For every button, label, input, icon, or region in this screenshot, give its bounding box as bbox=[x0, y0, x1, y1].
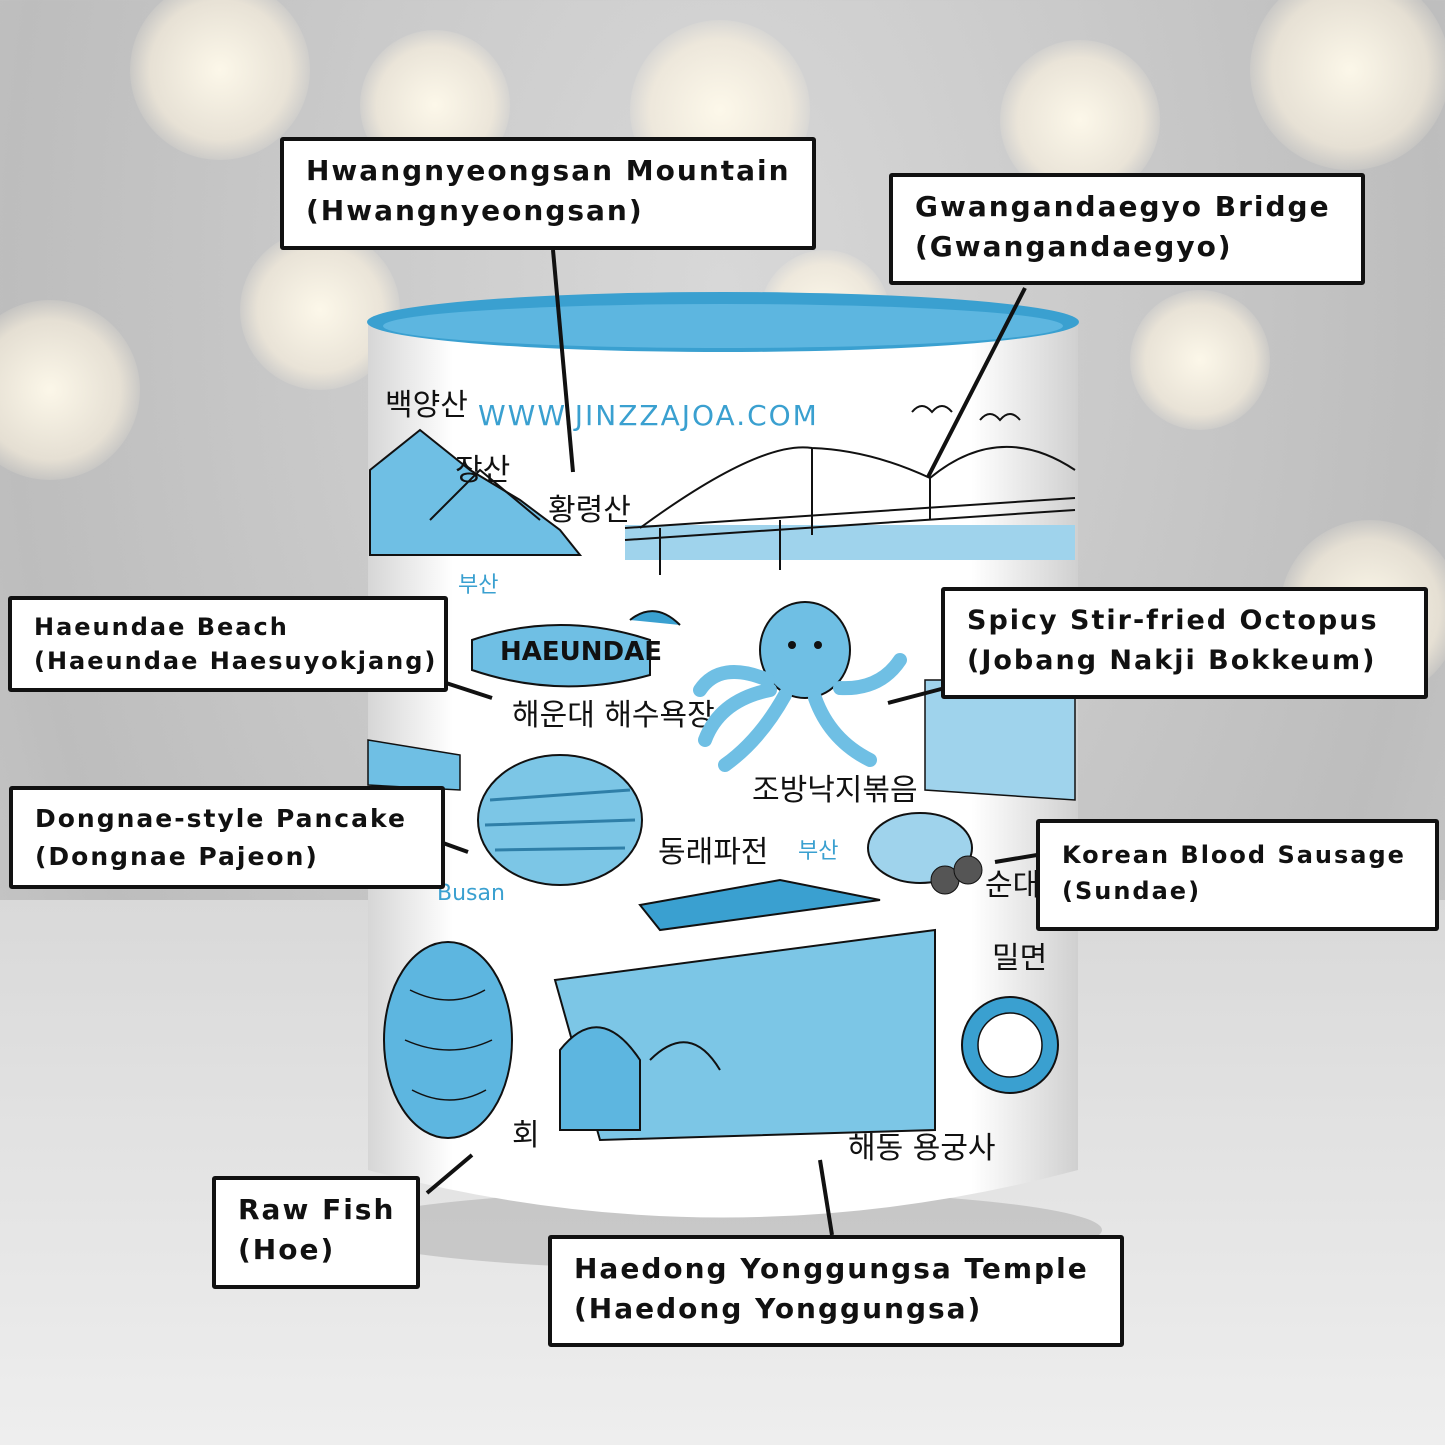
callout-haeundae-beach: Haeundae Beach (Haeundae Haesuyokjang) bbox=[8, 596, 448, 692]
bridge-drawing bbox=[624, 405, 1076, 575]
octopus-drawing bbox=[693, 601, 907, 772]
pajeon-drawing bbox=[477, 754, 643, 886]
sundae-drawing bbox=[867, 812, 983, 895]
label-milmyeon: 밀면 bbox=[992, 941, 1047, 976]
label-hwangnyeongsan: 황령산 bbox=[548, 493, 631, 528]
label-busan-ko: 부산 bbox=[458, 573, 498, 598]
callout-hwangnyeongsan: Hwangnyeongsan Mountain (Hwangnyeongsan) bbox=[280, 137, 816, 250]
callout-title: Haeundae Beach bbox=[34, 613, 289, 641]
callout-title: Raw Fish bbox=[238, 1193, 396, 1226]
callout-subtitle: (Sundae) bbox=[1062, 877, 1202, 905]
callout-subtitle: (Haedong Yonggungsa) bbox=[574, 1292, 983, 1325]
label-hoe: 회 bbox=[512, 1118, 540, 1153]
milmyeon-drawing bbox=[961, 996, 1059, 1094]
label-baekyangsan: 백양산 bbox=[385, 388, 468, 423]
label-busan-en: Busan bbox=[437, 881, 505, 906]
bokeh-light bbox=[1130, 290, 1270, 430]
temple-drawing bbox=[553, 878, 936, 1142]
label-yonggungsa: 해동 용궁사 bbox=[848, 1131, 996, 1166]
bokeh-light bbox=[130, 0, 310, 160]
callout-subtitle: (Hoe) bbox=[238, 1233, 336, 1266]
callout-subtitle: (Jobang Nakji Bokkeum) bbox=[967, 645, 1377, 676]
bokeh-light bbox=[0, 300, 140, 480]
hoe-drawing bbox=[383, 941, 513, 1139]
bokeh-light bbox=[1250, 0, 1445, 170]
label-busan-ko-2: 부산 bbox=[798, 839, 838, 864]
mountain-drawing bbox=[369, 428, 583, 556]
callout-subtitle: (Haeundae Haesuyokjang) bbox=[34, 647, 438, 675]
callout-title: Gwangandaegyo Bridge bbox=[915, 190, 1331, 223]
gate-drawing bbox=[367, 739, 461, 791]
label-jangsan: 장산 bbox=[455, 453, 510, 488]
label-nakji: 조방낙지볶음 bbox=[752, 773, 918, 808]
callout-spicy-octopus: Spicy Stir-fried Octopus (Jobang Nakji B… bbox=[941, 587, 1428, 699]
callout-dongnae-pajeon: Dongnae-style Pancake (Dongnae Pajeon) bbox=[9, 786, 445, 889]
haeundae-sign-text: HAEUNDAE bbox=[500, 637, 662, 667]
callout-subtitle: (Hwangnyeongsan) bbox=[306, 194, 644, 227]
callout-title: Hwangnyeongsan Mountain bbox=[306, 154, 791, 187]
website-text: WWW.JINZZAJOA.COM bbox=[478, 399, 819, 432]
callout-title: Haedong Yonggungsa Temple bbox=[574, 1252, 1089, 1285]
label-haeundae: 해운대 해수욕장 bbox=[512, 698, 715, 733]
callout-sundae: Korean Blood Sausage (Sundae) bbox=[1036, 819, 1439, 931]
callout-gwangandaegyo: Gwangandaegyo Bridge (Gwangandaegyo) bbox=[889, 173, 1365, 285]
label-sundae: 순대 bbox=[985, 868, 1040, 903]
mug-inside bbox=[383, 304, 1063, 348]
callout-yonggungsa: Haedong Yonggungsa Temple (Haedong Yongg… bbox=[548, 1235, 1124, 1347]
callout-title: Spicy Stir-fried Octopus bbox=[967, 605, 1379, 636]
label-pajeon: 동래파전 bbox=[658, 835, 768, 870]
callout-leader-lines bbox=[425, 249, 1038, 1236]
callout-title: Korean Blood Sausage bbox=[1062, 841, 1406, 869]
callout-title: Dongnae-style Pancake bbox=[35, 804, 407, 833]
callout-raw-fish: Raw Fish (Hoe) bbox=[212, 1176, 420, 1289]
callout-subtitle: (Dongnae Pajeon) bbox=[35, 842, 319, 871]
haeundae-drawing bbox=[471, 610, 681, 688]
callout-subtitle: (Gwangandaegyo) bbox=[915, 230, 1233, 263]
